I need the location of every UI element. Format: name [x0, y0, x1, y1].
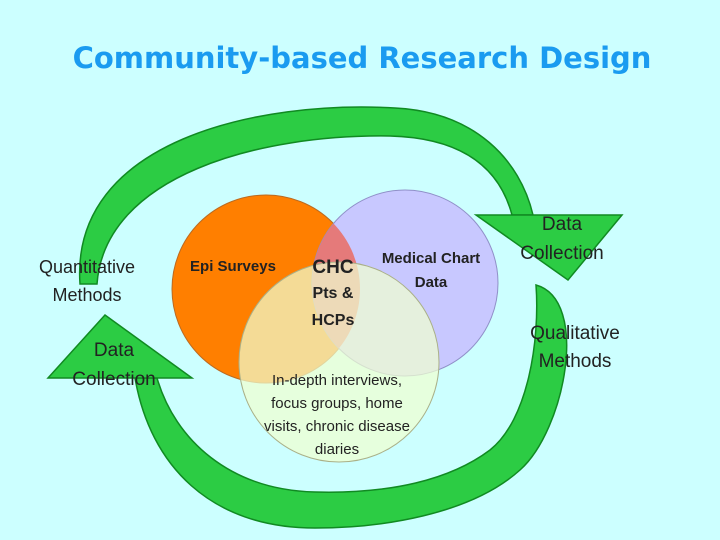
upper-cycle-arrow	[79, 106, 624, 285]
qualitative-methods-label-line2: Methods	[539, 351, 612, 372]
in-depth-label-line2: focus groups, home	[271, 395, 403, 412]
medical-chart-label-line1: Medical Chart	[382, 250, 480, 267]
qualitative-methods-label-line1: Qualitative	[530, 323, 620, 344]
center-label-pts: Pts &	[313, 285, 354, 302]
data-collection-left-line2: Collection	[72, 369, 155, 390]
epi-surveys-label: Epi Surveys	[190, 258, 276, 275]
data-collection-right-line2: Collection	[520, 243, 603, 264]
upper-arrowhead	[473, 214, 624, 282]
in-depth-label-line1: In-depth interviews,	[272, 372, 402, 389]
lower-cycle-arrow	[46, 283, 568, 529]
data-collection-left-line1: Data	[94, 340, 135, 361]
quantitative-methods-label-line1: Quantitative	[39, 257, 135, 277]
quantitative-methods-label-line2: Methods	[52, 285, 121, 305]
in-depth-label-line3: visits, chronic disease	[264, 418, 410, 435]
center-label-hcps: HCPs	[312, 312, 355, 329]
in-depth-label-line4: diaries	[315, 441, 359, 458]
page-title: Community-based Research Design	[73, 41, 652, 75]
medical-chart-label-line2: Data	[415, 274, 448, 291]
lower-arrow-body	[134, 283, 568, 529]
lower-arrowhead	[46, 313, 195, 379]
center-label-chc: CHC	[312, 257, 353, 278]
in-depth-circle	[238, 261, 440, 463]
venn-diagram	[171, 189, 499, 463]
data-collection-right-line1: Data	[542, 214, 583, 235]
